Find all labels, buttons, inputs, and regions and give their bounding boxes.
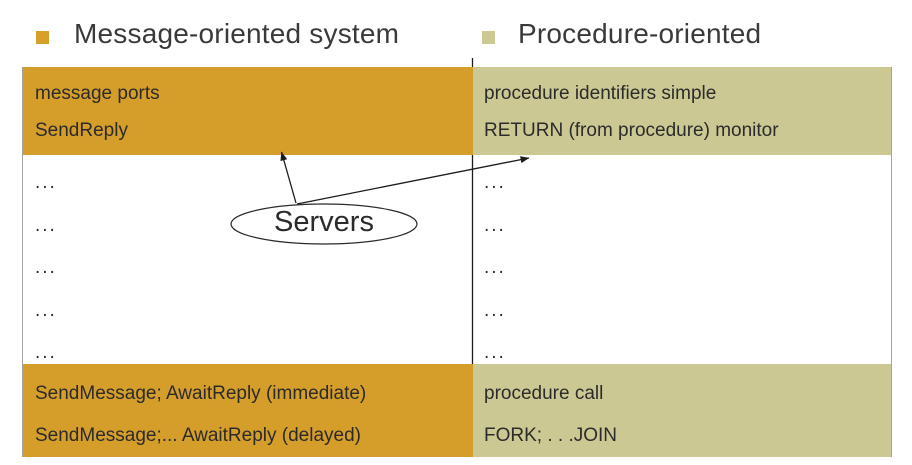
procedure-footer-line-1: procedure call [484, 383, 604, 404]
procedure-ellipsis-row: ... [484, 299, 506, 321]
comparison-table: message ports SendReply procedure identi… [22, 67, 892, 457]
message-oriented-bullet-icon [36, 31, 49, 44]
procedure-ellipsis-row: ... [484, 342, 506, 363]
procedure-oriented-bullet-icon [482, 31, 495, 44]
procedure-footer-line-2: FORK; . . .JOIN [484, 425, 618, 446]
message-ellipsis-row: ... [35, 214, 57, 236]
message-ellipsis-row: ... [35, 342, 57, 363]
message-header-line-1: message ports [35, 83, 160, 104]
procedure-header-cell: procedure identifiers simple RETURN (fro… [473, 67, 891, 155]
message-ellipsis-row: ... [35, 299, 57, 321]
message-footer-cell: SendMessage; AwaitReply (immediate) Send… [23, 364, 473, 457]
title-message-oriented: Message-oriented system [74, 18, 400, 49]
message-ellipsis-row: ... [35, 257, 57, 278]
message-header-cell: message ports SendReply [23, 67, 473, 155]
procedure-ellipsis-row: ... [484, 257, 506, 278]
procedure-ellipsis-row: ... [484, 214, 506, 236]
title-procedure-oriented: Procedure-oriented [518, 18, 762, 49]
servers-callout-label: Servers [274, 206, 374, 239]
message-footer-line-2: SendMessage;... AwaitReply (delayed) [35, 425, 361, 446]
message-footer-line-1: SendMessage; AwaitReply (immediate) [35, 383, 367, 404]
procedure-header-line-1: procedure identifiers simple [484, 83, 717, 104]
procedure-ellipsis-row: ... [484, 172, 506, 193]
procedure-footer-cell: procedure call FORK; . . .JOIN [473, 364, 891, 457]
procedure-header-line-2: RETURN (from procedure) monitor [484, 120, 779, 141]
message-body-cell: ... ... ... ... ... [23, 155, 473, 364]
message-header-line-2: SendReply [35, 120, 128, 141]
procedure-body-cell: ... ... ... ... ... [473, 155, 891, 364]
message-ellipsis-row: ... [35, 172, 57, 193]
